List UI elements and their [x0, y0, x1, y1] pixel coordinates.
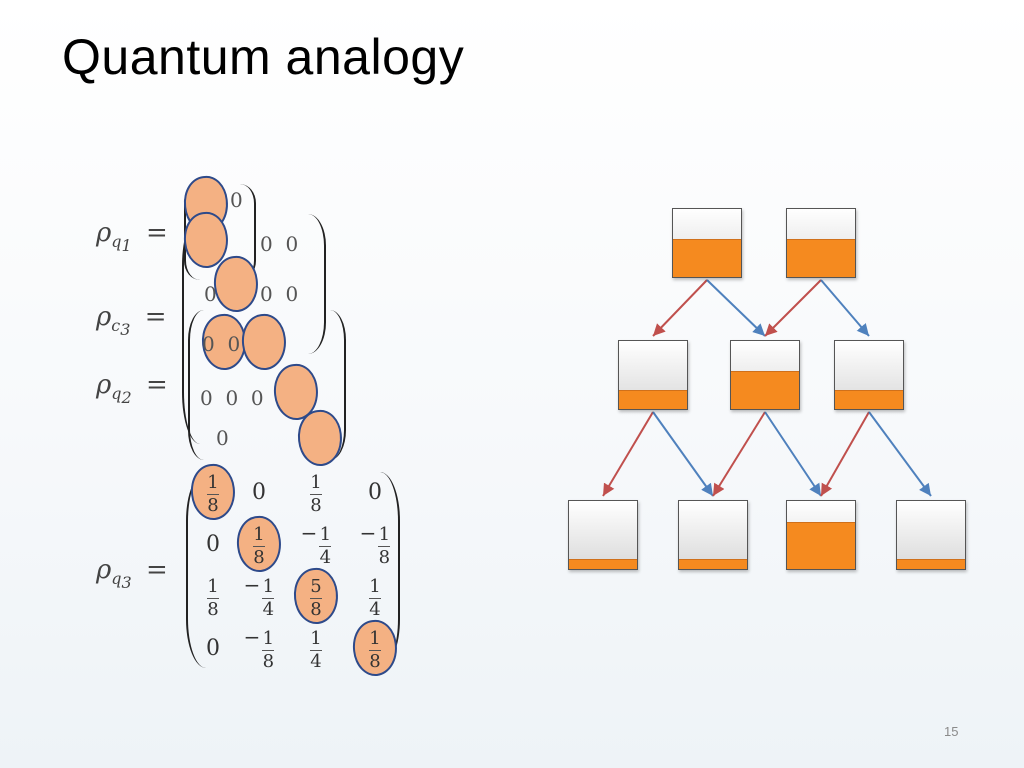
rho-q1-label: ρq1 =: [96, 218, 168, 256]
paren-q3-left: [186, 472, 206, 668]
overlapping-matrices: 0 0 0 0 0 0 0 0 0 0 0 0: [180, 173, 350, 470]
slide-title: Quantum analogy: [62, 29, 465, 85]
paren-q3-right: [380, 472, 400, 668]
matrix-cell: 0: [368, 479, 382, 505]
state-box: [786, 500, 856, 570]
probability-fill: [731, 371, 799, 409]
blue-arrow: [652, 411, 714, 497]
state-box: [834, 340, 904, 410]
probability-fill: [679, 559, 747, 569]
arrows-layer: [602, 279, 932, 497]
matrix-cell: 0: [252, 479, 266, 505]
matrix-cell: 0: [206, 635, 220, 661]
state-box: [786, 208, 856, 278]
probability-fill: [897, 559, 965, 569]
probability-fill: [569, 559, 637, 569]
state-box: [568, 500, 638, 570]
propagation-diagram: [560, 200, 980, 580]
probability-fill: [673, 239, 741, 277]
red-arrow: [820, 411, 870, 497]
page-number: 15: [944, 724, 959, 739]
matrix-cell: 0: [206, 531, 220, 557]
blue-arrow: [820, 279, 870, 337]
paren-c3-right: [308, 214, 326, 354]
circled-entry: [239, 311, 289, 373]
state-box: [896, 500, 966, 570]
probability-fill: [787, 239, 855, 277]
rho-q3-label: ρq3 =: [96, 555, 168, 593]
probability-fill: [619, 390, 687, 409]
paren-q2-right: [330, 310, 346, 460]
state-box: [678, 500, 748, 570]
state-box: [672, 208, 742, 278]
red-arrow: [602, 411, 654, 497]
red-arrow: [652, 279, 708, 337]
red-arrow: [712, 411, 766, 497]
rho-q2-label: ρq2 =: [96, 370, 168, 408]
paren-q2-left: [188, 310, 204, 460]
probability-fill: [835, 390, 903, 409]
rho-c3-label: ρc3 =: [96, 302, 167, 340]
state-box: [730, 340, 800, 410]
red-arrow: [764, 279, 822, 337]
state-box: [618, 340, 688, 410]
blue-arrow: [868, 411, 932, 497]
blue-arrow: [706, 279, 766, 337]
paren-c3-left: [182, 214, 200, 444]
paren-q1-right: [240, 184, 256, 280]
blue-arrow: [764, 411, 822, 497]
probability-fill: [787, 522, 855, 569]
